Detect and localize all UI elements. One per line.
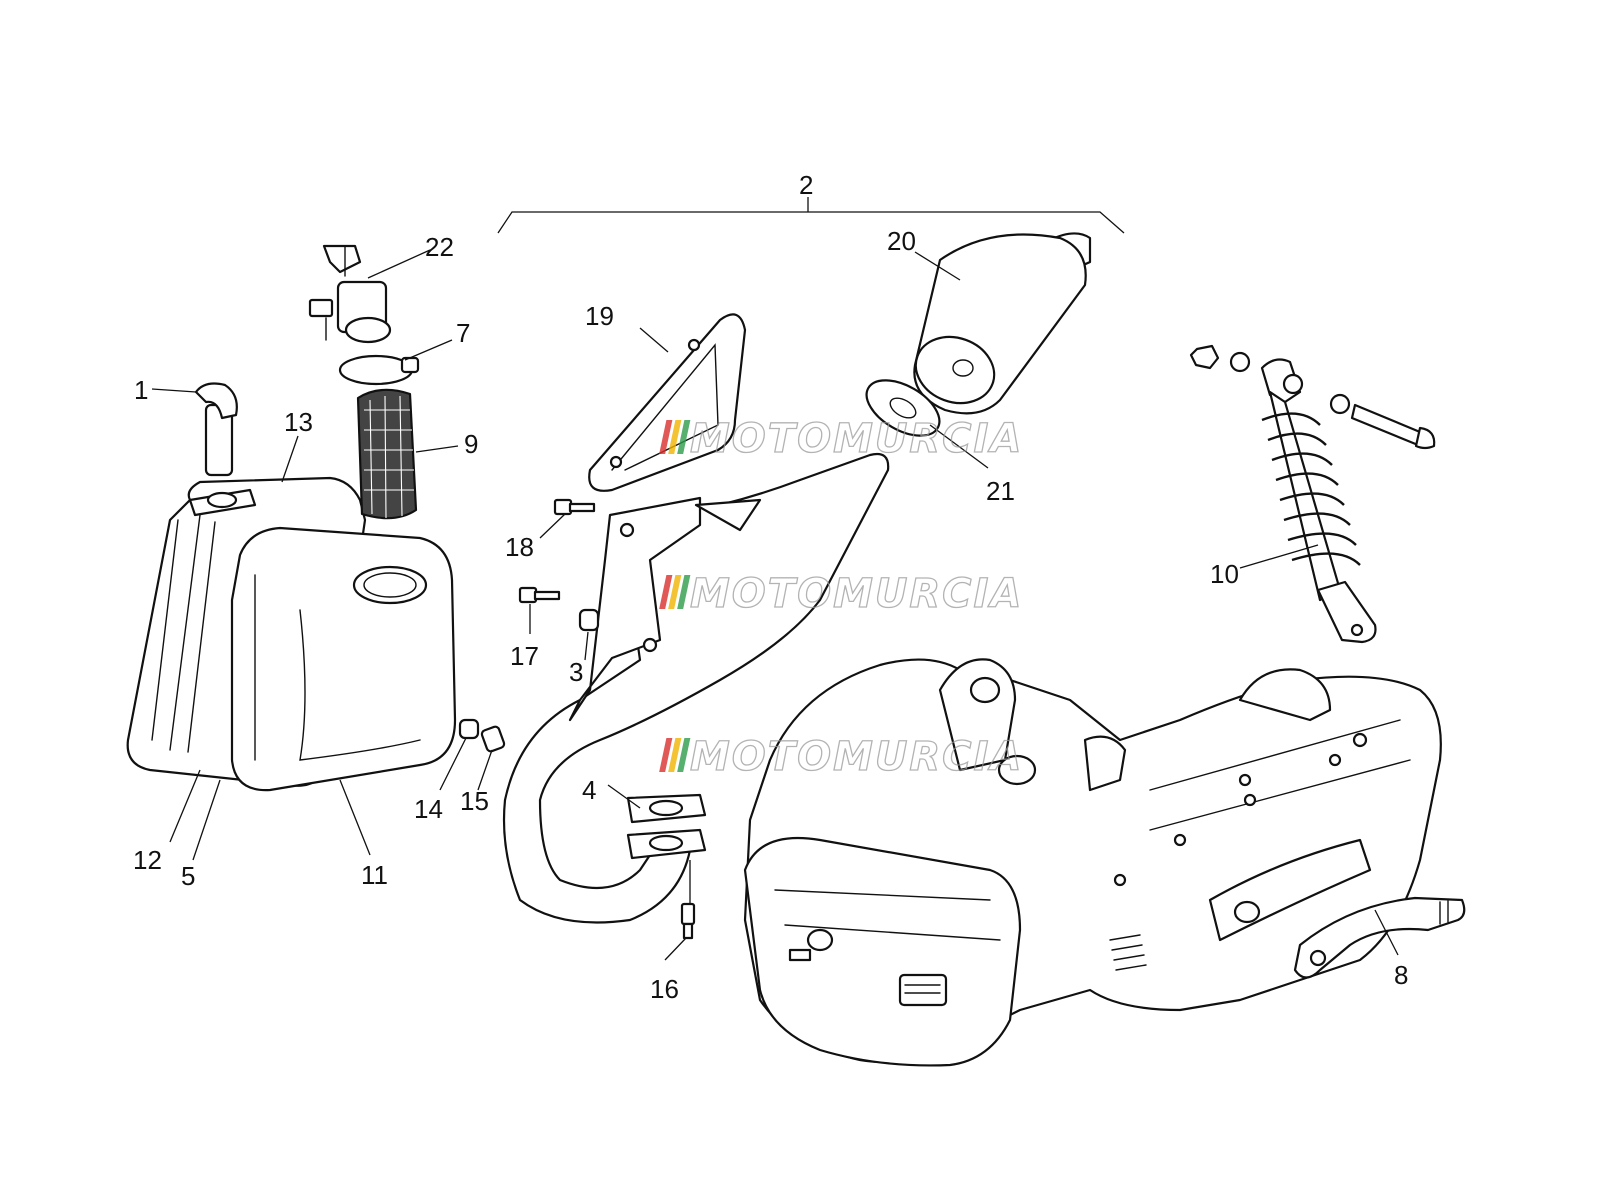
bolt-18: [553, 498, 596, 516]
intake-tube: [194, 382, 238, 477]
callout-5: 5: [181, 861, 195, 891]
callout-4: 4: [582, 775, 596, 805]
callout-12: 12: [133, 845, 162, 875]
kickstart-lever: [1293, 896, 1466, 979]
intake-filter-sleeve: [356, 388, 418, 520]
watermark-text: MOTOMURCIA: [690, 734, 1023, 780]
callout-18: 18: [505, 532, 534, 562]
hose-clamp: [338, 354, 420, 386]
watermark: MOTOMURCIA: [659, 570, 1023, 618]
callouts: 1 2 3 4 5 7 8 9 10 11 12 13 14 15 16 17 …: [133, 170, 1408, 1004]
callout-7: 7: [456, 318, 470, 348]
air-filter-box: [126, 476, 457, 792]
exhaust-gasket: [626, 793, 707, 860]
exhaust-pipe: [502, 452, 890, 924]
heat-shield: [588, 313, 747, 492]
callout-10: 10: [1210, 559, 1239, 589]
callout-2: 2: [799, 170, 813, 200]
watermark: MOTOMURCIA: [659, 733, 1023, 781]
callout-1: 1: [134, 375, 148, 405]
callout-22: 22: [425, 232, 454, 262]
spacer-3: [578, 608, 600, 632]
silencer-gasket: [865, 379, 941, 437]
callout-13: 13: [284, 407, 313, 437]
leader-lines: [151, 249, 1399, 961]
callout-20: 20: [887, 226, 916, 256]
callout-21: 21: [986, 476, 1015, 506]
watermark-text: MOTOMURCIA: [690, 571, 1023, 617]
carburetor: [308, 244, 392, 344]
rubber-grommet: [458, 718, 480, 740]
callout-19: 19: [585, 301, 614, 331]
callout-9: 9: [464, 429, 478, 459]
bolt-16: [680, 902, 696, 940]
watermark-group: MOTOMURCIA MOTOMURCIA MOTOMURCIA: [659, 415, 1023, 781]
callout-3: 3: [569, 657, 583, 687]
callout-14: 14: [414, 794, 443, 824]
callout-8: 8: [1394, 960, 1408, 990]
callout-15: 15: [460, 786, 489, 816]
engine-block: [743, 658, 1442, 1067]
callout-16: 16: [650, 974, 679, 1004]
callout-17: 17: [510, 641, 539, 671]
bolt-17: [518, 586, 561, 604]
silencer: [913, 232, 1092, 415]
assembly-bracket: [497, 197, 1125, 234]
watermark: MOTOMURCIA: [659, 415, 1023, 463]
spacer-bushing: [480, 725, 506, 753]
watermark-text: MOTOMURCIA: [690, 416, 1023, 462]
callout-11: 11: [361, 860, 388, 890]
shock-absorber: [1189, 344, 1436, 644]
